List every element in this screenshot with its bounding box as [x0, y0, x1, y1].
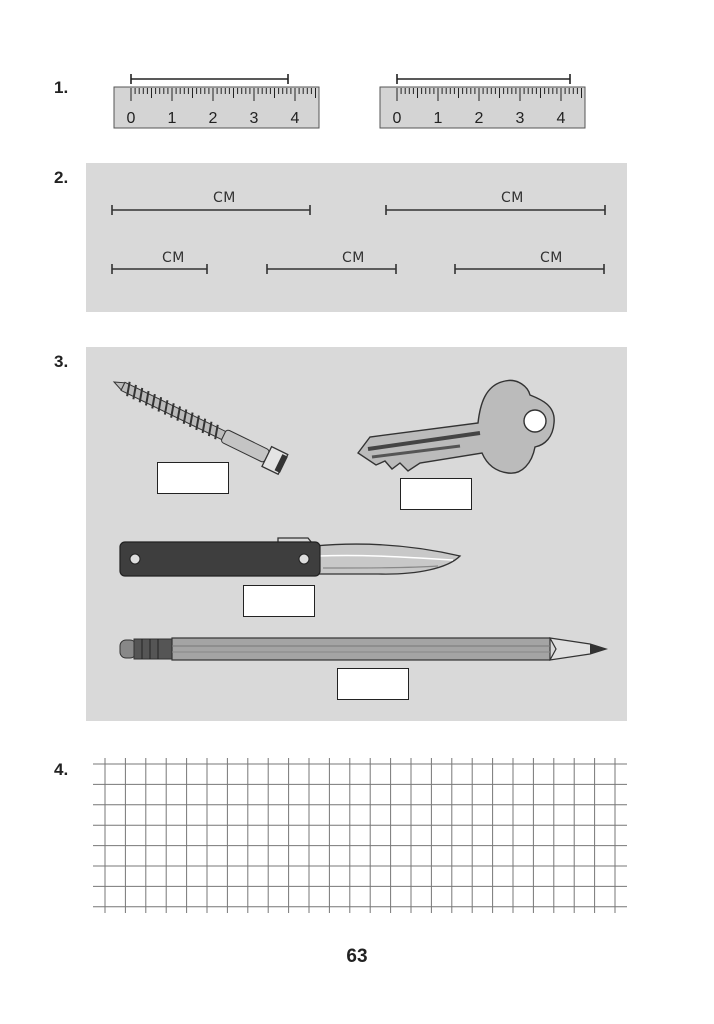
segment-2-unit-label: CM [501, 190, 524, 206]
ruler-1: 0 1 2 3 4 [113, 74, 320, 129]
ruler-tick-label: 4 [557, 110, 566, 127]
answer-grid[interactable] [93, 755, 628, 917]
ruler-tick-label: 2 [475, 110, 484, 127]
pencil-icon [119, 637, 609, 661]
screw-icon [112, 381, 289, 476]
ruler-tick-label: 0 [393, 110, 402, 127]
ruler-tick-label: 1 [434, 110, 443, 127]
segment-4-unit-label: CM [342, 250, 365, 266]
segment-2 [385, 205, 606, 215]
segment-5 [454, 264, 605, 274]
exercise-number-3: 3. [54, 352, 69, 371]
ruler-tick-label: 1 [168, 110, 177, 127]
key-answer-box[interactable] [400, 478, 472, 510]
segment-1-unit-label: CM [213, 190, 236, 206]
pencil-answer-box[interactable] [337, 668, 409, 700]
segment-1 [111, 205, 311, 215]
exercise-number-1: 1. [54, 78, 69, 97]
ruler-2: 0 1 2 3 4 [379, 74, 586, 129]
knife-answer-box[interactable] [243, 585, 315, 617]
segment-3 [111, 264, 208, 274]
segment-5-unit-label: CM [540, 250, 563, 266]
ruler-tick-label: 4 [291, 110, 300, 127]
ruler-tick-label: 0 [127, 110, 136, 127]
ruler-tick-label: 2 [209, 110, 218, 127]
exercise-number-2: 2. [54, 168, 69, 187]
screw-answer-box[interactable] [157, 462, 229, 494]
segments-panel [86, 163, 627, 312]
segment-4 [266, 264, 397, 274]
page-number: 63 [346, 946, 368, 967]
ruler-tick-label: 3 [516, 110, 525, 127]
exercise-number-4: 4. [54, 760, 69, 779]
key-icon [356, 379, 555, 474]
segment-3-unit-label: CM [162, 250, 185, 266]
ruler-tick-label: 3 [250, 110, 259, 127]
pocket-knife-icon [119, 537, 462, 577]
